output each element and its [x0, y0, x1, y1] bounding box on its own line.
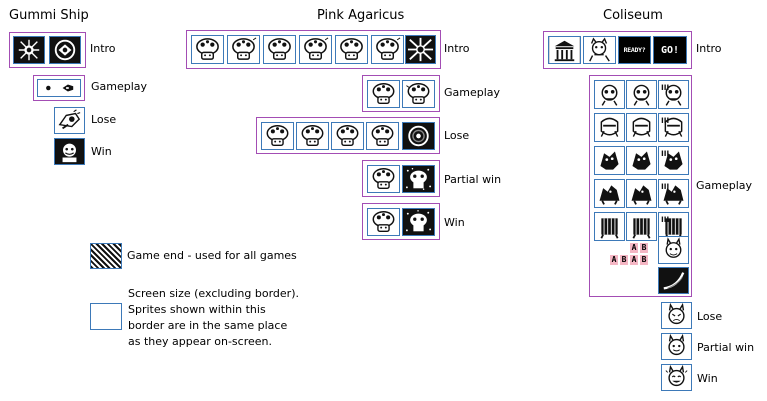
sparkle-mushroom-icon [402, 208, 435, 236]
pink-partial-win-group [362, 160, 440, 197]
mushroom-icon [402, 80, 435, 108]
coliseum-win-icon [661, 364, 692, 391]
ready-screen: READY? [618, 36, 651, 64]
mushroom-icon [191, 35, 224, 64]
gummi-intro-group [9, 32, 86, 68]
pink-lose-group [256, 117, 440, 154]
letter-card-icon: A B A B A B [602, 242, 652, 268]
gummi-ship-title: Gummi Ship [9, 8, 89, 23]
screen-size-note-line: Sprites shown within this [128, 303, 266, 316]
screen-size-note-line: as they appear on-screen. [128, 335, 272, 348]
enemy-icon [626, 146, 657, 175]
mushroom-icon [261, 122, 294, 150]
creature-icon [583, 36, 616, 64]
screen-size-swatch [90, 303, 122, 330]
letter-card: A [630, 243, 638, 253]
coliseum-partial-win-label: Partial win [697, 341, 755, 354]
enemy-icon [626, 179, 657, 208]
letter-card: A [630, 255, 638, 265]
mushroom-icon [299, 35, 332, 64]
letter-card: B [620, 255, 628, 265]
enemy-icon [594, 80, 625, 109]
pink-lose-label: Lose [444, 129, 470, 142]
mushroom-icon [335, 35, 368, 64]
mushroom-icon [371, 35, 404, 64]
gummi-gameplay-group [33, 75, 85, 101]
enemy-icon [594, 179, 625, 208]
gummi-lose-icon [54, 107, 85, 134]
mushroom-icon [366, 122, 399, 150]
screen-size-note-line: Screen size (excluding border). [128, 287, 299, 300]
screen-size-note-line: border are in the same place [128, 319, 288, 332]
mushroom-icon [367, 165, 400, 193]
gummi-gameplay-label: Gameplay [91, 80, 148, 93]
coliseum-partial-win-icon [661, 333, 692, 360]
game-end-label: Game end - used for all games [127, 249, 297, 262]
coliseum-gameplay-group: A B A B A B [589, 75, 692, 297]
go-text: GO! [660, 44, 680, 56]
enemy-icon [626, 80, 657, 109]
slash-icon [658, 267, 689, 294]
gummi-lose-label: Lose [91, 113, 117, 126]
gummi-burst-icon [13, 36, 45, 64]
pink-win-label: Win [444, 216, 465, 229]
sparkle-mushroom-icon [402, 165, 435, 193]
coliseum-gameplay-label: Gameplay [696, 179, 753, 192]
enemy-icon [658, 179, 689, 208]
gummi-gameplay-icon [37, 79, 81, 97]
pink-partial-win-label: Partial win [444, 173, 502, 186]
enemy-icon [658, 80, 689, 109]
pink-gameplay-group [362, 75, 440, 112]
gummi-win-label: Win [91, 145, 112, 158]
enemy-icon [594, 113, 625, 142]
coliseum-lose-label: Lose [697, 310, 723, 323]
coliseum-title: Coliseum [603, 8, 663, 23]
mushroom-icon [263, 35, 296, 64]
letter-card: A [610, 255, 618, 265]
enemy-icon [626, 113, 657, 142]
coliseum-building-icon [548, 36, 581, 64]
gummi-intro-label: Intro [90, 42, 116, 55]
mushroom-icon [331, 122, 364, 150]
coliseum-intro-label: Intro [696, 42, 722, 55]
gummi-ship-icon [49, 36, 81, 64]
enemy-icon [658, 146, 689, 175]
enemy-icon [626, 212, 657, 241]
coliseum-intro-group: READY? GO! [543, 31, 692, 69]
enemy-icon [658, 113, 689, 142]
creature-icon [658, 236, 689, 264]
coliseum-lose-icon [661, 302, 692, 329]
pink-intro-group [186, 30, 441, 69]
pink-win-group [362, 203, 440, 240]
game-end-swatch [90, 243, 122, 269]
dark-portal-icon [402, 122, 435, 150]
ready-text: READY? [623, 46, 646, 54]
mushroom-icon [227, 35, 260, 64]
gummi-win-icon [54, 138, 85, 165]
coliseum-win-label: Win [697, 372, 718, 385]
letter-card: B [640, 243, 648, 253]
enemy-icon [594, 212, 625, 241]
enemy-icon [594, 146, 625, 175]
letter-card: B [640, 255, 648, 265]
mushroom-icon [367, 80, 400, 108]
pink-gameplay-label: Gameplay [444, 86, 501, 99]
mushroom-icon [296, 122, 329, 150]
pink-intro-label: Intro [444, 42, 470, 55]
burst-icon [405, 35, 436, 64]
go-screen: GO! [653, 36, 687, 64]
pink-agaricus-title: Pink Agaricus [317, 8, 405, 23]
screen-size-note: Screen size (excluding border). Sprites … [128, 286, 348, 350]
mushroom-icon [367, 208, 400, 236]
